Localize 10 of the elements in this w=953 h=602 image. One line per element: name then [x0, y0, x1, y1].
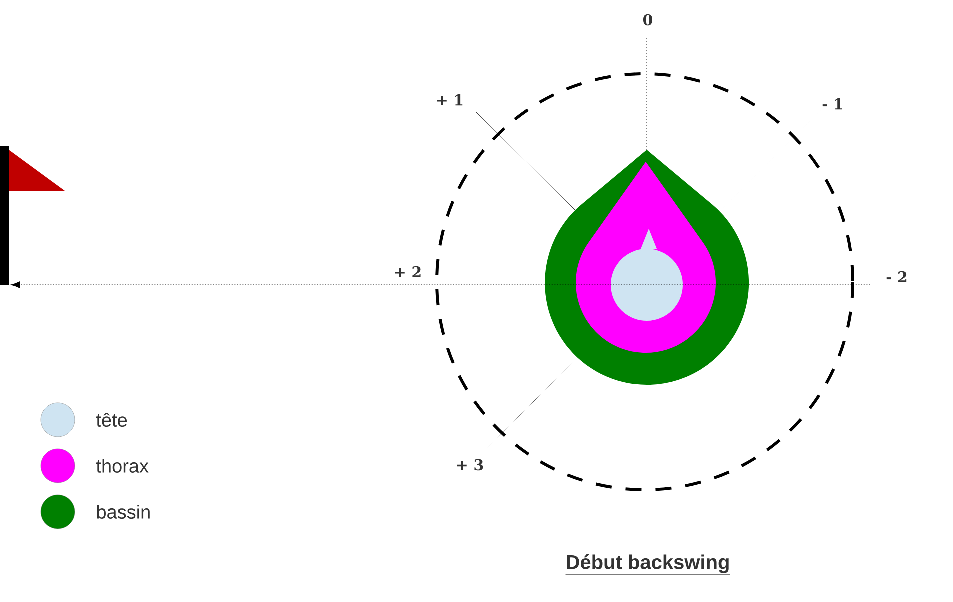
- legend-label: tête: [96, 412, 128, 427]
- legend-label: thorax: [96, 459, 149, 473]
- legend-label: bassin: [97, 505, 150, 519]
- angle-label: - 1: [822, 98, 842, 110]
- angle-label: + 1: [437, 94, 463, 106]
- angle-label: + 3: [457, 459, 484, 471]
- angle-label: + 2: [395, 266, 421, 278]
- caption: Début backswing: [566, 554, 730, 576]
- angle-label: 0: [644, 14, 652, 26]
- angle-label: - 2: [886, 271, 907, 283]
